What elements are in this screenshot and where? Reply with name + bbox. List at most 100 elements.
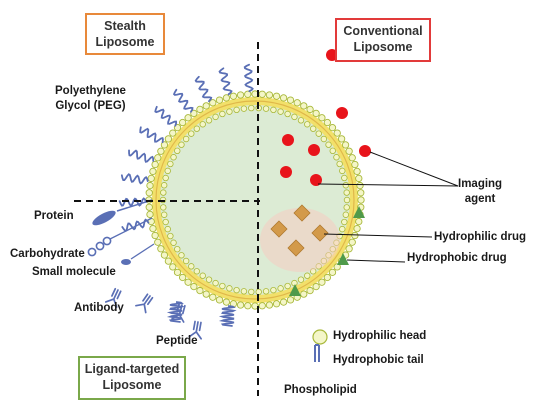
- outer-head: [265, 91, 274, 99]
- outer-head: [157, 147, 165, 155]
- peg-chain-icon: [218, 67, 233, 96]
- peg-label: Polyethylene Glycol (PEG): [55, 84, 126, 114]
- inner-head: [160, 189, 167, 196]
- inner-head: [162, 218, 169, 226]
- hydrophilic-head-label: Hydrophilic head: [333, 330, 427, 342]
- small-molecule-label: Small molecule: [32, 266, 116, 278]
- hydrophobic-drug-triangle: [353, 206, 365, 218]
- outer-head: [356, 181, 364, 190]
- outer-head: [345, 245, 353, 253]
- inner-head: [304, 272, 311, 279]
- outer-head: [146, 181, 154, 190]
- peg-label-line2: Glycol (PEG): [55, 100, 126, 112]
- outer-head: [149, 167, 157, 176]
- imaging-label-line2: agent: [464, 193, 496, 205]
- outer-head: [149, 224, 157, 233]
- outer-head: [151, 160, 159, 169]
- antibody-stroke: [135, 293, 154, 314]
- outer-head: [160, 251, 169, 259]
- outer-head: [323, 118, 332, 127]
- inner-head: [162, 174, 169, 182]
- outer-head: [236, 91, 245, 99]
- inner-head: [167, 232, 174, 240]
- outer-head: [351, 231, 359, 240]
- inner-head: [233, 106, 240, 114]
- outer-head: [157, 245, 165, 253]
- peptide-icon: [218, 305, 237, 327]
- inner-head: [226, 108, 233, 115]
- ligand-molecules: [87, 199, 237, 340]
- inner-head: [325, 141, 332, 148]
- ligand-title-line2: Liposome: [102, 378, 162, 392]
- inner-head: [270, 106, 277, 114]
- inner-head: [336, 160, 343, 168]
- inner-head: [199, 272, 206, 279]
- outer-head: [145, 189, 153, 197]
- outer-head: [147, 174, 155, 183]
- imaging-label-line1: Imaging: [458, 178, 503, 190]
- inner-head: [291, 113, 298, 121]
- inner-head: [342, 182, 350, 189]
- outer-head: [258, 90, 266, 98]
- tail-midline: [155, 100, 355, 300]
- outer-head: [337, 135, 346, 143]
- outer-head: [164, 257, 173, 265]
- inner-head: [315, 130, 322, 137]
- peg-chain-icon: [139, 126, 164, 144]
- outer-head: [151, 231, 159, 240]
- inner-head: [199, 121, 206, 128]
- small-molecule-linker: [130, 243, 155, 260]
- inner-head: [262, 105, 270, 112]
- conventional-title-line1: Conventional: [343, 24, 423, 38]
- outer-head: [190, 282, 198, 291]
- hydrophobic-tail-icon: [314, 344, 320, 362]
- peg-chain-icon: [120, 173, 149, 185]
- outer-head: [160, 141, 169, 149]
- outer-head: [154, 154, 162, 162]
- inner-head: [178, 141, 185, 148]
- inner-head: [248, 288, 255, 296]
- outer-head: [258, 302, 266, 310]
- imaging-agent-dot: [359, 145, 371, 157]
- inner-head: [160, 204, 167, 211]
- carbohydrate-icon: [102, 236, 112, 246]
- stealth-title-line2: Liposome: [95, 35, 155, 49]
- outer-head: [184, 278, 192, 286]
- antibody-icon: [135, 293, 154, 314]
- drug-cargo: [260, 49, 371, 296]
- inner-head: [182, 135, 190, 143]
- hydrophobic-drug-pointer: [346, 259, 406, 263]
- peg-label-line1: Polyethylene: [55, 85, 126, 97]
- inner-head: [178, 252, 185, 259]
- inner-head: [188, 130, 195, 137]
- phospholipid-heads: [145, 90, 365, 310]
- outer-head: [357, 189, 365, 197]
- hydrophilic-drug-diamond: [287, 239, 305, 257]
- outer-head: [312, 282, 320, 291]
- outer-head: [306, 286, 314, 295]
- carbohydrate-linker: [109, 217, 153, 240]
- inner-head: [160, 211, 168, 218]
- outer-head: [355, 174, 363, 183]
- inner-head: [262, 288, 270, 295]
- inner-head: [284, 110, 291, 118]
- phospholipid-label: Phospholipid: [284, 384, 357, 396]
- outer-head: [229, 92, 238, 100]
- inner-head: [205, 117, 213, 124]
- stealth-liposome-box: Stealth Liposome: [85, 13, 165, 55]
- imaging-pointer-2: [369, 151, 459, 187]
- antibody-stroke: [188, 320, 202, 340]
- outer-head: [196, 286, 204, 295]
- inner-head: [329, 147, 336, 155]
- inner-head: [309, 125, 317, 132]
- protein-icon: [92, 210, 116, 226]
- outer-head: [348, 154, 356, 162]
- outer-head: [244, 302, 252, 310]
- inner-head: [164, 225, 171, 233]
- carbohydrate-icon: [87, 247, 97, 257]
- outer-head: [215, 96, 224, 104]
- outer-head: [178, 118, 187, 127]
- carbohydrate-label: Carbohydrate: [10, 248, 85, 260]
- inner-head: [226, 285, 233, 292]
